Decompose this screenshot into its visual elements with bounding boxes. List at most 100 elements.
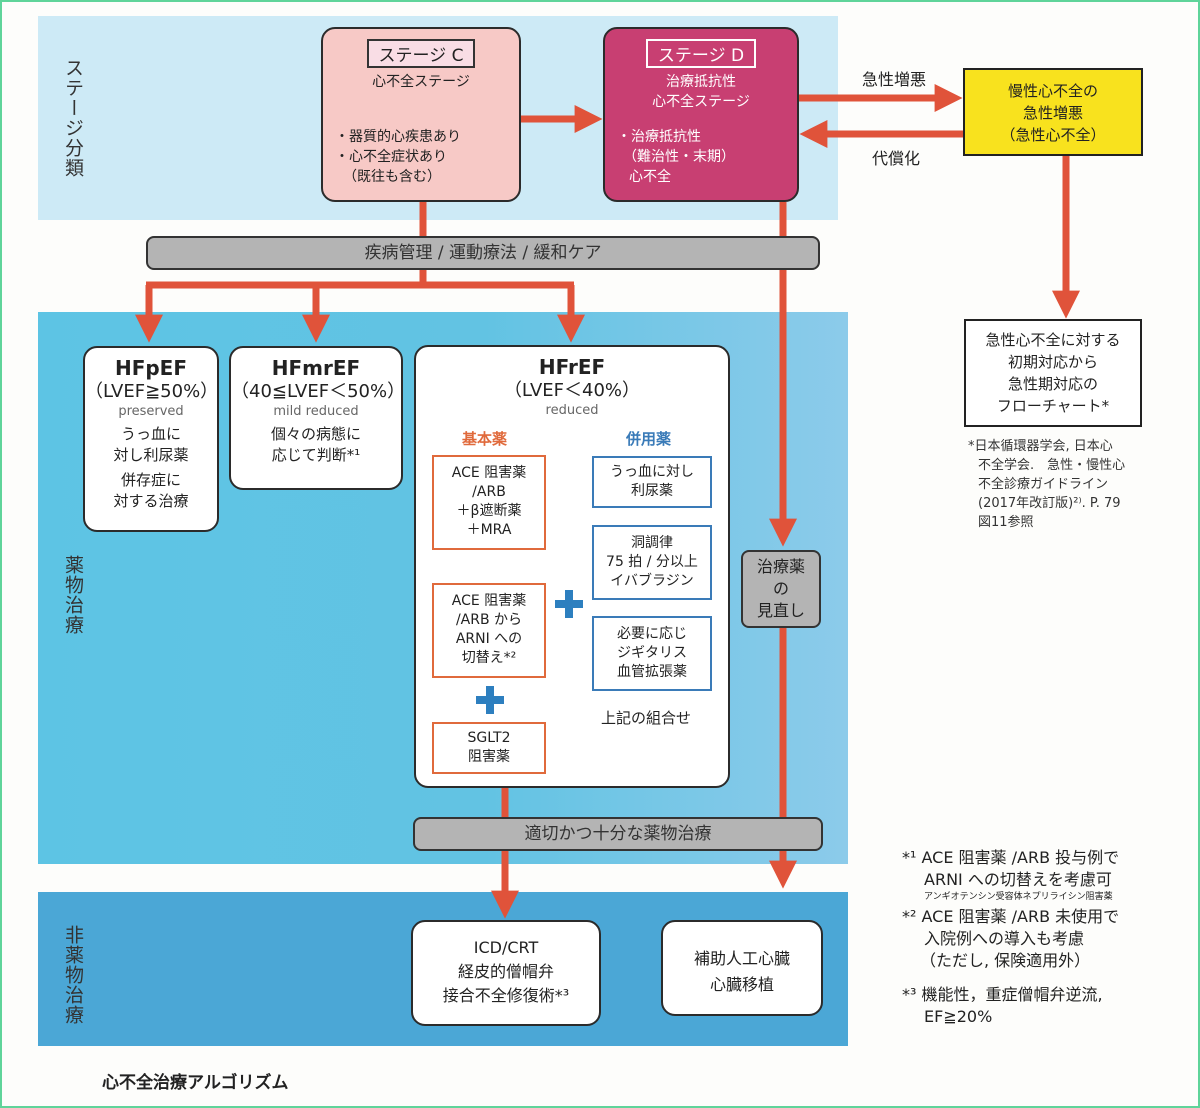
acute-line: 慢性心不全の bbox=[1007, 82, 1098, 100]
stage-c-subtitle: 心不全ステージ bbox=[372, 74, 470, 90]
acute-exacerbation-box[interactable]: 慢性心不全の 急性増悪 （急性心不全） bbox=[963, 68, 1143, 156]
drug-line: ACE 阻害薬 bbox=[451, 593, 527, 609]
drug-line: うっ血に対し bbox=[610, 464, 694, 480]
hfmref-en: mild reduced bbox=[273, 404, 359, 419]
drug-line: ACE 阻害薬 bbox=[451, 465, 527, 481]
adequate-drug-therapy-bar[interactable]: 適切かつ十分な薬物治療 bbox=[413, 817, 823, 851]
hfmref-title: HFmrEF bbox=[271, 356, 361, 380]
figure-caption: 心不全治療アルゴリズム bbox=[102, 1073, 289, 1093]
stage-c-tag: ステージ C bbox=[366, 39, 476, 68]
hfpef-text: 対し利尿薬 bbox=[113, 446, 189, 464]
drug-line: ＋β遮断薬 bbox=[456, 503, 522, 519]
stage-c-box[interactable]: ステージ C 心不全ステージ ・器質的心疾患あり ・心不全症状あり （既往も含む… bbox=[321, 27, 521, 202]
note-line: *日本循環器学会, 日本心 bbox=[968, 439, 1113, 454]
stage-d-bullet: 心不全 bbox=[629, 169, 671, 185]
hfmref-text: 応じて判断*¹ bbox=[271, 446, 361, 464]
stage-d-bullet: （難治性・末期） bbox=[623, 149, 735, 165]
nondrug-line: 補助人工心臓 bbox=[693, 949, 790, 968]
footnote-line: 入院例への導入も考慮 bbox=[924, 929, 1085, 948]
footnote-line: EF≧20% bbox=[924, 1007, 993, 1026]
label-acute-exacerbation: 急性増悪 bbox=[862, 70, 927, 89]
nondrug-line: 心臓移植 bbox=[709, 975, 774, 994]
acute-line: （急性心不全） bbox=[1000, 126, 1106, 144]
footnote-line: *³ 機能性，重症僧帽弁逆流, bbox=[902, 985, 1103, 1004]
section-label-nondrug: 非薬物治療 bbox=[62, 925, 84, 1025]
stage-c-bullet: ・心不全症状あり bbox=[335, 149, 447, 165]
arni-switch-box[interactable]: ACE 阻害薬 /ARB から ARNI への 切替え*² bbox=[432, 583, 546, 678]
footnote-line: *¹ ACE 阻害薬 /ARB 投与例で bbox=[902, 848, 1120, 867]
nondrug-line: ICD/CRT bbox=[473, 938, 539, 957]
disease-management-bar[interactable]: 疾病管理 / 運動療法 / 緩和ケア bbox=[146, 236, 820, 270]
review-line: の bbox=[772, 579, 789, 598]
combo-note: 上記の組合せ bbox=[601, 709, 692, 727]
nondrug-line: 接合不全修復術*³ bbox=[442, 986, 570, 1005]
hfmref-box[interactable]: HFmrEF （40≦LVEF＜50%） mild reduced 個々の病態に… bbox=[229, 346, 406, 490]
drug-line: イバブラジン bbox=[610, 573, 694, 589]
hfpef-text: 対する治療 bbox=[113, 492, 189, 510]
hfmref-range: （40≦LVEF＜50%） bbox=[231, 381, 406, 402]
nondrug-line: 経皮的僧帽弁 bbox=[457, 962, 554, 981]
hfpef-range: （LVEF≧50%） bbox=[85, 381, 219, 402]
drug-line: /ARB から bbox=[455, 612, 523, 628]
hfmref-text: 個々の病態に bbox=[270, 425, 361, 443]
basic-drug-box[interactable]: ACE 阻害薬 /ARB ＋β遮断薬 ＋MRA bbox=[432, 455, 546, 550]
hfpef-box[interactable]: HFpEF （LVEF≧50%） preserved うっ血に 対し利尿薬 併存… bbox=[83, 346, 219, 532]
drug-line: 75 拍 / 分以上 bbox=[606, 554, 698, 570]
acute-flowchart-box[interactable]: 急性心不全に対する 初期対応から 急性期対応の フローチャート* bbox=[964, 319, 1142, 427]
flow-line: 急性期対応の bbox=[1007, 375, 1098, 393]
drug-review-box[interactable]: 治療薬 の 見直し bbox=[741, 550, 821, 628]
drug-line: 血管拡張薬 bbox=[617, 664, 687, 680]
hfpef-en: preserved bbox=[118, 404, 184, 419]
footnote-3: *³ 機能性，重症僧帽弁逆流, EF≧20% bbox=[902, 984, 1103, 1028]
drug-line: 阻害薬 bbox=[468, 749, 510, 765]
drug-line: ジギタリス bbox=[617, 645, 687, 661]
combo-drug-label: 併用薬 bbox=[626, 430, 672, 448]
plus-icon bbox=[555, 590, 583, 618]
note-line: (2017年改訂版)²⁾. P. 79 bbox=[978, 496, 1121, 511]
sglt2-box[interactable]: SGLT2 阻害薬 bbox=[432, 722, 546, 774]
hfref-range: （LVEF＜40%） bbox=[503, 380, 641, 401]
combo-ivabradine-box[interactable]: 洞調律 75 拍 / 分以上 イバブラジン bbox=[592, 525, 712, 600]
drug-line: ARNI への bbox=[455, 631, 523, 647]
note-line: 不全学会. 急性・慢性心 bbox=[978, 458, 1126, 473]
note-line: 不全診療ガイドライン bbox=[978, 477, 1109, 492]
hfpef-title: HFpEF bbox=[114, 356, 188, 380]
stage-d-box[interactable]: ステージ D 治療抵抗性 心不全ステージ ・治療抵抗性 （難治性・末期） 心不全 bbox=[603, 27, 799, 202]
flow-line: 急性心不全に対する bbox=[985, 331, 1121, 349]
flow-line: 初期対応から bbox=[1007, 353, 1098, 371]
footnote-abbrev: アンギオテンシン受容体ネプリライシン阻害薬 bbox=[924, 892, 1113, 902]
drug-line: /ARB bbox=[472, 484, 506, 500]
drug-line: ＋MRA bbox=[466, 522, 512, 538]
drug-line: 利尿薬 bbox=[631, 483, 673, 499]
icd-crt-box[interactable]: ICD/CRT 経皮的僧帽弁 接合不全修復術*³ bbox=[411, 920, 601, 1026]
stage-d-subtitle: 治療抵抗性 bbox=[666, 74, 736, 90]
section-label-stage: ステージ分類 bbox=[62, 58, 84, 178]
label-compensation: 代償化 bbox=[872, 149, 921, 168]
plus-icon bbox=[476, 686, 504, 714]
footnote-1: *¹ ACE 阻害薬 /ARB 投与例で ARNI への切替えを考慮可 アンギオ… bbox=[902, 847, 1119, 903]
stage-d-subtitle: 心不全ステージ bbox=[652, 94, 750, 110]
footnote-line: *² ACE 阻害薬 /ARB 未使用で bbox=[902, 907, 1120, 926]
vad-transplant-box[interactable]: 補助人工心臓 心臓移植 bbox=[661, 920, 823, 1016]
hfref-title: HFrEF bbox=[538, 355, 606, 379]
footnote-line: ARNI への切替えを考慮可 bbox=[924, 870, 1112, 889]
note-line: 図11参照 bbox=[978, 515, 1034, 530]
footnote-2: *² ACE 阻害薬 /ARB 未使用で 入院例への導入も考慮 （ただし, 保険… bbox=[902, 906, 1119, 972]
acute-reference-note: *日本循環器学会, 日本心 不全学会. 急性・慢性心 不全診療ガイドライン (2… bbox=[968, 437, 1125, 532]
stage-c-bullet: ・器質的心疾患あり bbox=[335, 129, 461, 145]
review-line: 治療薬 bbox=[756, 557, 805, 576]
section-label-drug: 薬物治療 bbox=[62, 555, 84, 635]
hfref-box[interactable]: HFrEF （LVEF＜40%） reduced bbox=[414, 345, 730, 788]
hfpef-text: 併存症に bbox=[120, 471, 181, 489]
combo-diuretic-box[interactable]: うっ血に対し 利尿薬 bbox=[592, 456, 712, 508]
drug-line: SGLT2 bbox=[467, 730, 511, 746]
hfpef-text: うっ血に bbox=[120, 425, 181, 443]
combo-digitalis-box[interactable]: 必要に応じ ジギタリス 血管拡張薬 bbox=[592, 616, 712, 691]
basic-drug-label: 基本薬 bbox=[462, 430, 508, 448]
acute-line: 急性増悪 bbox=[1022, 104, 1083, 122]
flow-line: フローチャート* bbox=[996, 397, 1110, 415]
hfref-en: reduced bbox=[545, 403, 599, 418]
drug-line: 切替え*² bbox=[461, 650, 517, 666]
stage-d-tag: ステージ D bbox=[645, 39, 757, 68]
